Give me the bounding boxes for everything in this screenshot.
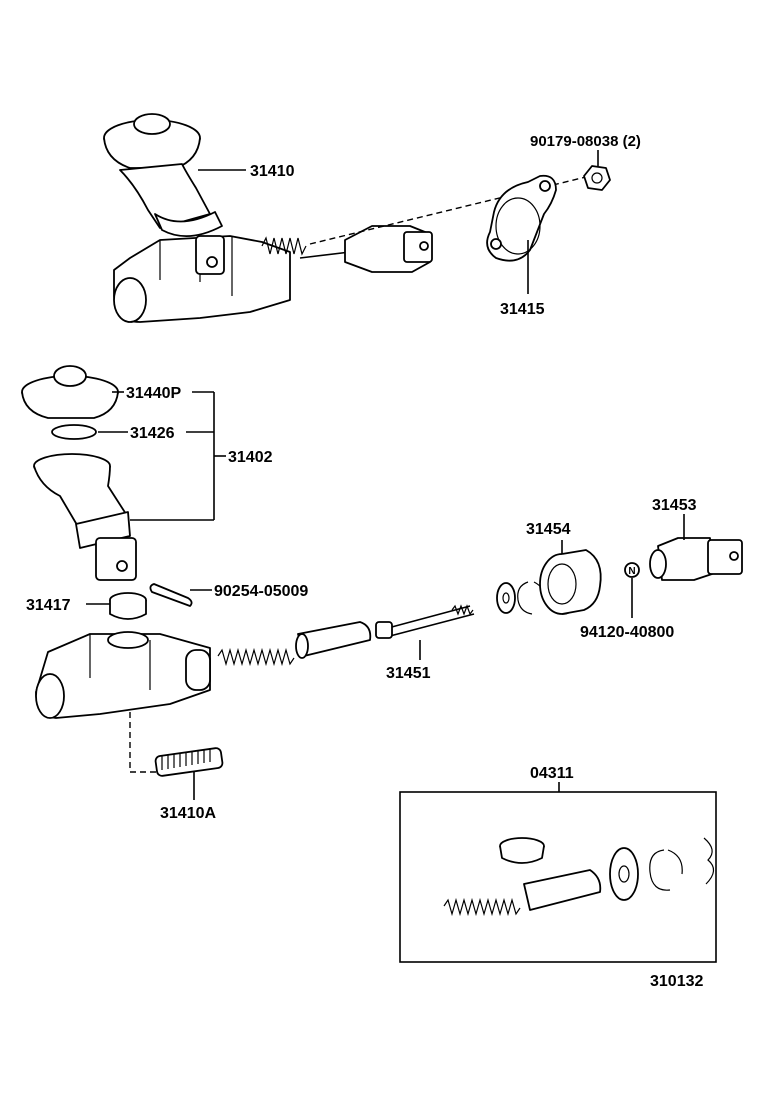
leader-lines: [86, 150, 685, 800]
reservoir-cap-31440p: [21, 365, 119, 419]
reservoir-31402: [33, 453, 137, 581]
figure-code: 310132: [650, 973, 703, 990]
nut-90179: [583, 165, 611, 191]
label-31410: 31410: [250, 163, 295, 180]
oring-31426: [51, 424, 97, 440]
piston-spring: [217, 621, 372, 667]
label-90254-05009: 90254-05009: [214, 583, 308, 600]
label-31453: 31453: [652, 497, 697, 514]
label-90179-08038: 90179-08038 (2): [530, 133, 641, 150]
master-cylinder-assembly: [103, 113, 591, 323]
n-badge-glyph: N: [628, 566, 635, 577]
boot-31454: [539, 549, 602, 615]
label-31415: 31415: [500, 301, 545, 318]
pin-90254: [149, 583, 193, 607]
label-31402: 31402: [228, 449, 273, 466]
clevis-31453: [649, 537, 743, 581]
washer-snapring: [496, 581, 545, 615]
gasket-31415: [486, 174, 557, 262]
label-31426: 31426: [130, 425, 175, 442]
cylinder-body: [35, 631, 211, 719]
nut-94120: N: [624, 562, 640, 578]
label-94120-40800: 94120-40800: [580, 624, 674, 641]
push-rod-31451: [375, 604, 475, 639]
label-31410a: 31410A: [160, 805, 216, 822]
label-04311: 04311: [530, 765, 574, 782]
label-31417: 31417: [26, 597, 71, 614]
part-labels: 31410 90179-08038 (2) 31415 31440P 31426…: [26, 133, 703, 990]
stud-31410a: [129, 712, 224, 777]
kit-04311-box: [399, 782, 717, 963]
label-31451: 31451: [386, 665, 431, 682]
label-31454: 31454: [526, 521, 571, 538]
label-31440p: 31440P: [126, 385, 181, 402]
grommet-31417: [109, 592, 147, 620]
